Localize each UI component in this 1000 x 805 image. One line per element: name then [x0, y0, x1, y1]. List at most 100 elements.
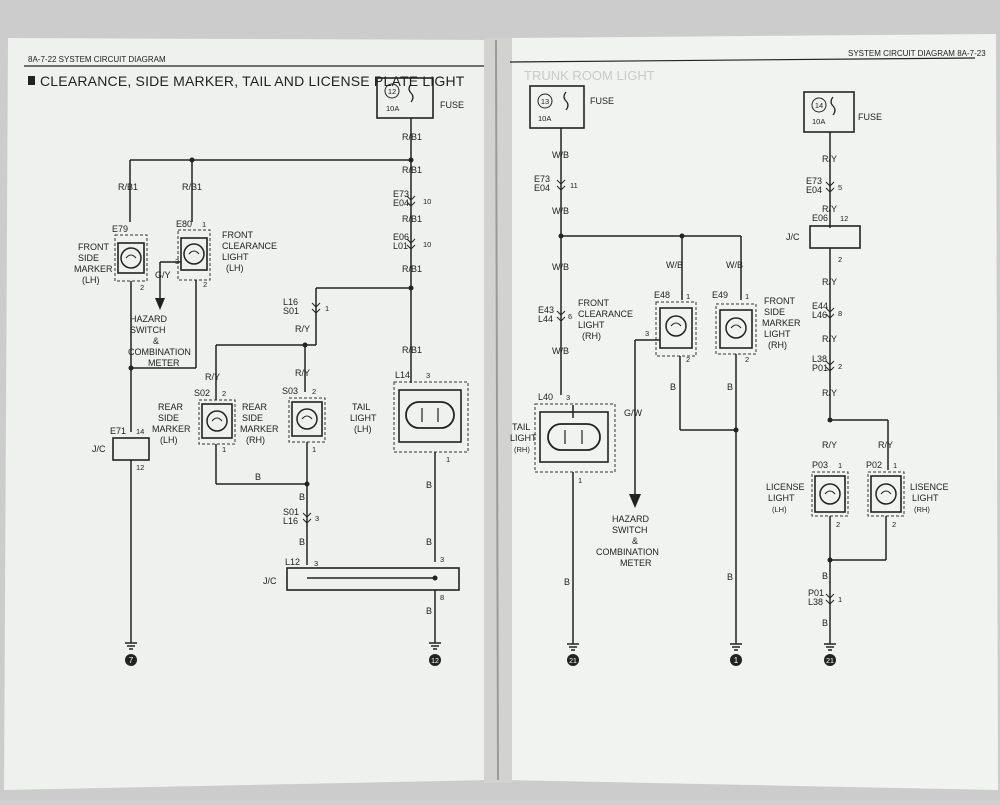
fuse-14: 14 10A FUSE	[803, 91, 882, 133]
svg-text:2: 2	[686, 355, 690, 364]
svg-text:13: 13	[541, 97, 549, 106]
svg-text:L38: L38	[812, 354, 827, 364]
svg-text:LIGHT: LIGHT	[768, 493, 795, 503]
svg-text:B: B	[670, 382, 676, 392]
svg-text:R/Y: R/Y	[822, 204, 837, 214]
svg-text:LIGHT: LIGHT	[912, 493, 939, 503]
svg-text:S01: S01	[283, 507, 299, 517]
svg-text:10A: 10A	[812, 117, 825, 126]
svg-text:FUSE: FUSE	[440, 100, 464, 110]
svg-text:3: 3	[314, 559, 318, 568]
tail-light-rh: L40 3 1 TAIL LIGHT (RH)	[510, 392, 616, 485]
svg-text:FUSE: FUSE	[858, 112, 882, 122]
svg-text:3: 3	[566, 393, 570, 402]
svg-text:E43: E43	[538, 305, 554, 315]
svg-text:(LH): (LH)	[354, 424, 372, 434]
svg-text:P01: P01	[812, 363, 828, 373]
fuse-12: 12 10A FUSE	[376, 77, 464, 119]
svg-text:L16: L16	[283, 297, 298, 307]
svg-text:E73: E73	[806, 176, 822, 186]
svg-text:&: &	[153, 336, 159, 346]
svg-text:E04: E04	[393, 198, 409, 208]
svg-text:6: 6	[568, 312, 572, 321]
svg-text:3: 3	[426, 371, 430, 380]
svg-text:LICENSE: LICENSE	[766, 482, 805, 492]
svg-text:E80: E80	[176, 219, 192, 229]
svg-text:2: 2	[312, 387, 316, 396]
svg-text:1: 1	[222, 445, 226, 454]
svg-text:LIGHT: LIGHT	[510, 433, 537, 443]
svg-text:E73: E73	[534, 174, 550, 184]
svg-text:E49: E49	[712, 290, 728, 300]
ghost-title: TRUNK ROOM LIGHT	[524, 68, 655, 83]
svg-text:COMBINATION: COMBINATION	[596, 547, 659, 557]
svg-text:W/B: W/B	[552, 206, 569, 216]
svg-text:R/Y: R/Y	[822, 334, 837, 344]
svg-text:(RH): (RH)	[768, 340, 787, 350]
svg-text:W/B: W/B	[726, 260, 743, 270]
svg-text:1: 1	[202, 220, 206, 229]
svg-text:HAZARD: HAZARD	[130, 314, 168, 324]
svg-text:2: 2	[222, 389, 226, 398]
svg-text:W/B: W/B	[552, 262, 569, 272]
svg-text:R/B1: R/B1	[402, 264, 422, 274]
svg-text:7: 7	[129, 656, 134, 665]
svg-text:J/C: J/C	[92, 444, 106, 454]
svg-text:W/B: W/B	[552, 150, 569, 160]
svg-text:R/B1: R/B1	[118, 182, 138, 192]
svg-text:FRONT: FRONT	[764, 296, 795, 306]
svg-text:8: 8	[838, 309, 842, 318]
svg-text:3: 3	[315, 514, 319, 523]
svg-text:B: B	[255, 472, 261, 482]
svg-text:1: 1	[312, 445, 316, 454]
svg-text:14: 14	[815, 101, 823, 110]
svg-text:L46: L46	[812, 310, 827, 320]
svg-text:L16: L16	[283, 516, 298, 526]
svg-text:R/Y: R/Y	[295, 324, 310, 334]
svg-text:12: 12	[431, 658, 439, 665]
svg-text:2: 2	[838, 362, 842, 371]
front-clearance-light-rh: E48 1 3 2	[645, 290, 697, 364]
svg-text:12: 12	[388, 87, 396, 96]
svg-text:E44: E44	[812, 301, 828, 311]
svg-text:S03: S03	[282, 386, 298, 396]
svg-text:2: 2	[892, 520, 896, 529]
rear-side-marker-rh: REAR SIDE MARKER (RH) S03 2 1	[240, 386, 326, 454]
svg-text:S02: S02	[194, 388, 210, 398]
svg-text:10: 10	[423, 240, 431, 249]
svg-text:E79: E79	[112, 224, 128, 234]
svg-text:R/B1: R/B1	[182, 182, 202, 192]
title-bullet	[28, 76, 35, 85]
svg-text:L01: L01	[393, 241, 408, 251]
svg-text:S01: S01	[283, 306, 299, 316]
svg-text:E06: E06	[812, 213, 828, 223]
svg-text:10A: 10A	[386, 104, 399, 113]
fuse-13: 13 10A FUSE	[529, 85, 614, 129]
svg-text:METER: METER	[148, 358, 180, 368]
left-header: 8A-7-22 SYSTEM CIRCUIT DIAGRAM	[28, 55, 166, 64]
svg-text:1: 1	[686, 292, 690, 301]
svg-text:MARKER: MARKER	[152, 424, 191, 434]
svg-text:L14: L14	[395, 370, 410, 380]
svg-text:P01: P01	[808, 588, 824, 598]
svg-text:FRONT: FRONT	[578, 298, 609, 308]
svg-text:B: B	[426, 606, 432, 616]
svg-text:R/Y: R/Y	[878, 440, 893, 450]
svg-text:TAIL: TAIL	[512, 422, 530, 432]
svg-text:B: B	[299, 492, 305, 502]
svg-text:B: B	[426, 537, 432, 547]
svg-text:FRONT: FRONT	[222, 230, 253, 240]
svg-text:R/Y: R/Y	[295, 368, 310, 378]
left-title: CLEARANCE, SIDE MARKER, TAIL AND LICENSE…	[40, 73, 465, 89]
junction-l12: L12 3 3 J/C 8	[263, 555, 460, 602]
svg-text:R/B1: R/B1	[402, 214, 422, 224]
svg-text:SWITCH: SWITCH	[130, 325, 166, 335]
svg-text:5: 5	[838, 183, 842, 192]
svg-text:1: 1	[745, 292, 749, 301]
svg-text:B: B	[426, 480, 432, 490]
svg-text:LIGHT: LIGHT	[222, 252, 249, 262]
front-clearance-light-lh: E80 1 3 2 FRONT CLEARANCE LIGHT (LH)	[175, 219, 277, 289]
svg-text:E71: E71	[110, 426, 126, 436]
svg-text:(RH): (RH)	[246, 435, 265, 445]
